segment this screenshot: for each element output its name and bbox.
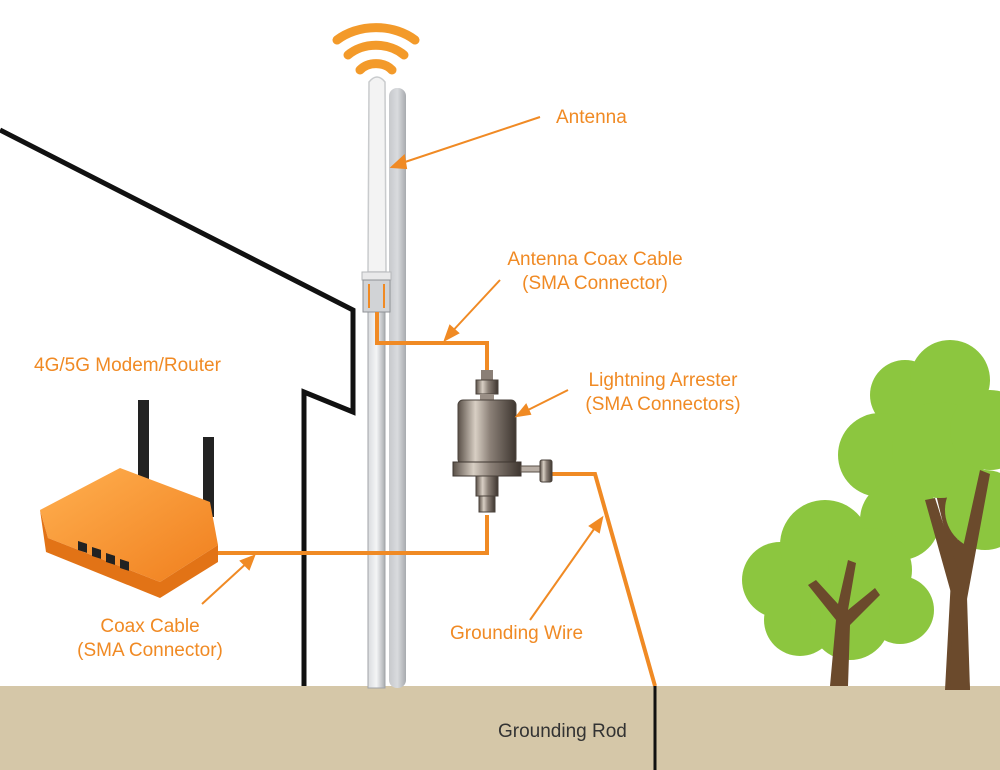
- house-outline: [0, 127, 356, 686]
- antenna-coax-label-line1: Antenna Coax Cable: [507, 249, 683, 270]
- grounding-wire-label: Grounding Wire: [450, 623, 584, 644]
- antenna-coax-cable: [375, 312, 489, 372]
- coax-leader: [201, 559, 251, 605]
- lightning-leader: [521, 389, 569, 414]
- tree-front: [742, 500, 934, 686]
- antenna-mount-bracket: [362, 279, 391, 313]
- lightning-leader-arrowhead-icon: [514, 403, 532, 418]
- antenna-whip: [367, 76, 387, 273]
- router-antenna-right: [203, 437, 214, 517]
- lightning-arrester-label: Lightning Arrester (SMA Connectors): [568, 369, 758, 417]
- coax-cable-label-line1: Coax Cable: [100, 616, 200, 637]
- antenna-label: Antenna: [556, 107, 627, 128]
- signal-waves-icon: [332, 23, 420, 75]
- support-pole: [389, 88, 406, 688]
- router-antenna-left: [138, 400, 149, 500]
- antenna-leader-arrowhead-icon: [389, 154, 408, 170]
- leader-arrows: [201, 116, 604, 621]
- coax-cable-label: Coax Cable (SMA Connector): [60, 615, 240, 663]
- antenna-mast: [367, 311, 386, 689]
- lightning-arrester-label-line1: Lightning Arrester: [588, 370, 738, 391]
- grounding-rod-label: Grounding Rod: [498, 721, 627, 742]
- antenna-coax-label: Antenna Coax Cable (SMA Connector): [490, 248, 700, 296]
- coax-cable-label-line2: (SMA Connector): [77, 640, 223, 661]
- tree-back: [838, 340, 1000, 690]
- grounding-wire-leader-arrowhead-icon: [588, 515, 604, 534]
- ground-strip: [0, 686, 1000, 770]
- antenna-coax-leader: [447, 279, 501, 337]
- lightning-arrester-label-line2: (SMA Connectors): [585, 394, 741, 415]
- modem-router: [40, 400, 218, 598]
- lightning-arrester: [452, 370, 553, 513]
- coax-cable: [215, 515, 489, 555]
- antenna-coax-label-line2: (SMA Connector): [522, 273, 668, 294]
- antenna-leader: [395, 116, 541, 166]
- antenna-collar: [361, 271, 392, 281]
- grounding-wire-leader: [529, 521, 600, 621]
- grounding-wire: [552, 472, 657, 687]
- modem-router-label: 4G/5G Modem/Router: [34, 355, 221, 376]
- antenna-coax-leader-arrowhead-icon: [443, 324, 460, 343]
- coax-leader-arrowhead-icon: [239, 554, 256, 571]
